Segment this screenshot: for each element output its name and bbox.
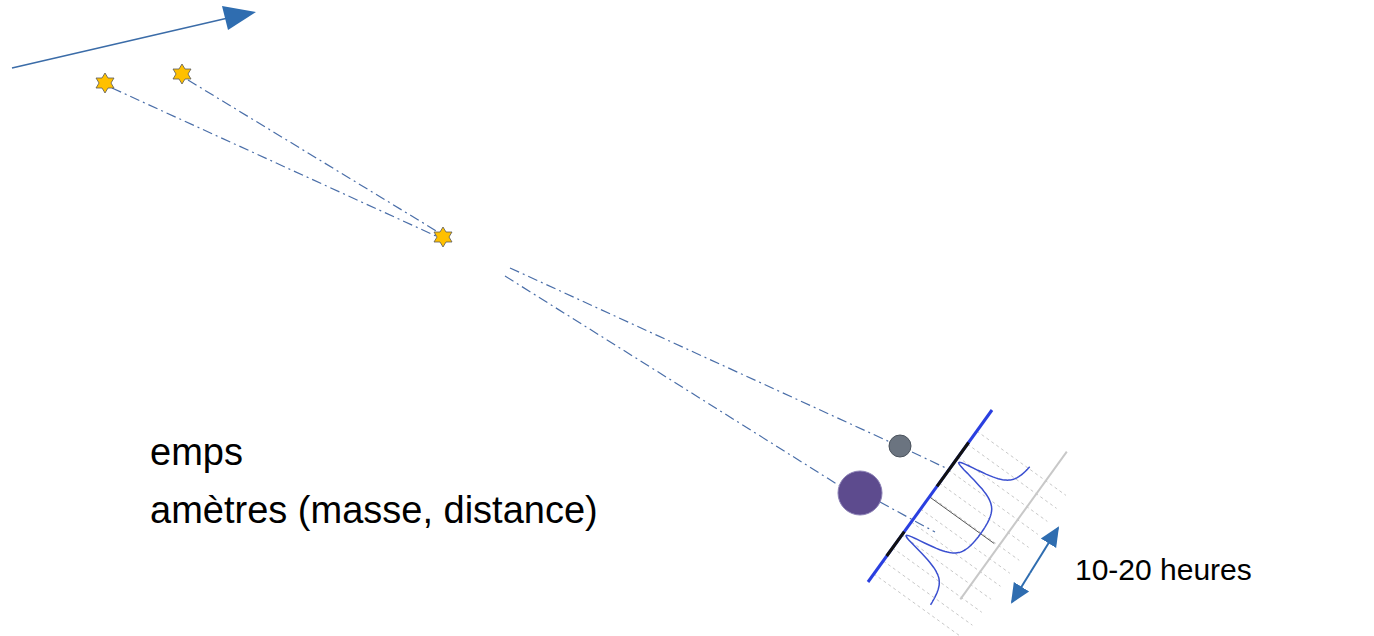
light-rays (112, 80, 950, 532)
lens-large (838, 471, 882, 515)
duration-label: 10-20 heures (1075, 553, 1252, 586)
motion-arrowhead (222, 6, 256, 30)
time-grid (874, 431, 1066, 636)
axis-label: amètres (masse, distance) (150, 490, 598, 532)
center-line (929, 497, 994, 544)
time-axis (960, 452, 1067, 600)
duration-arrow (1030, 528, 1058, 573)
lens-small (889, 435, 911, 457)
detector-line (868, 410, 992, 582)
star (96, 64, 452, 247)
axis-label: emps (150, 432, 243, 474)
light-curve (906, 462, 1030, 605)
motion-line (12, 18, 228, 68)
detector-segment (887, 532, 905, 556)
duration-arrow (1012, 573, 1030, 602)
